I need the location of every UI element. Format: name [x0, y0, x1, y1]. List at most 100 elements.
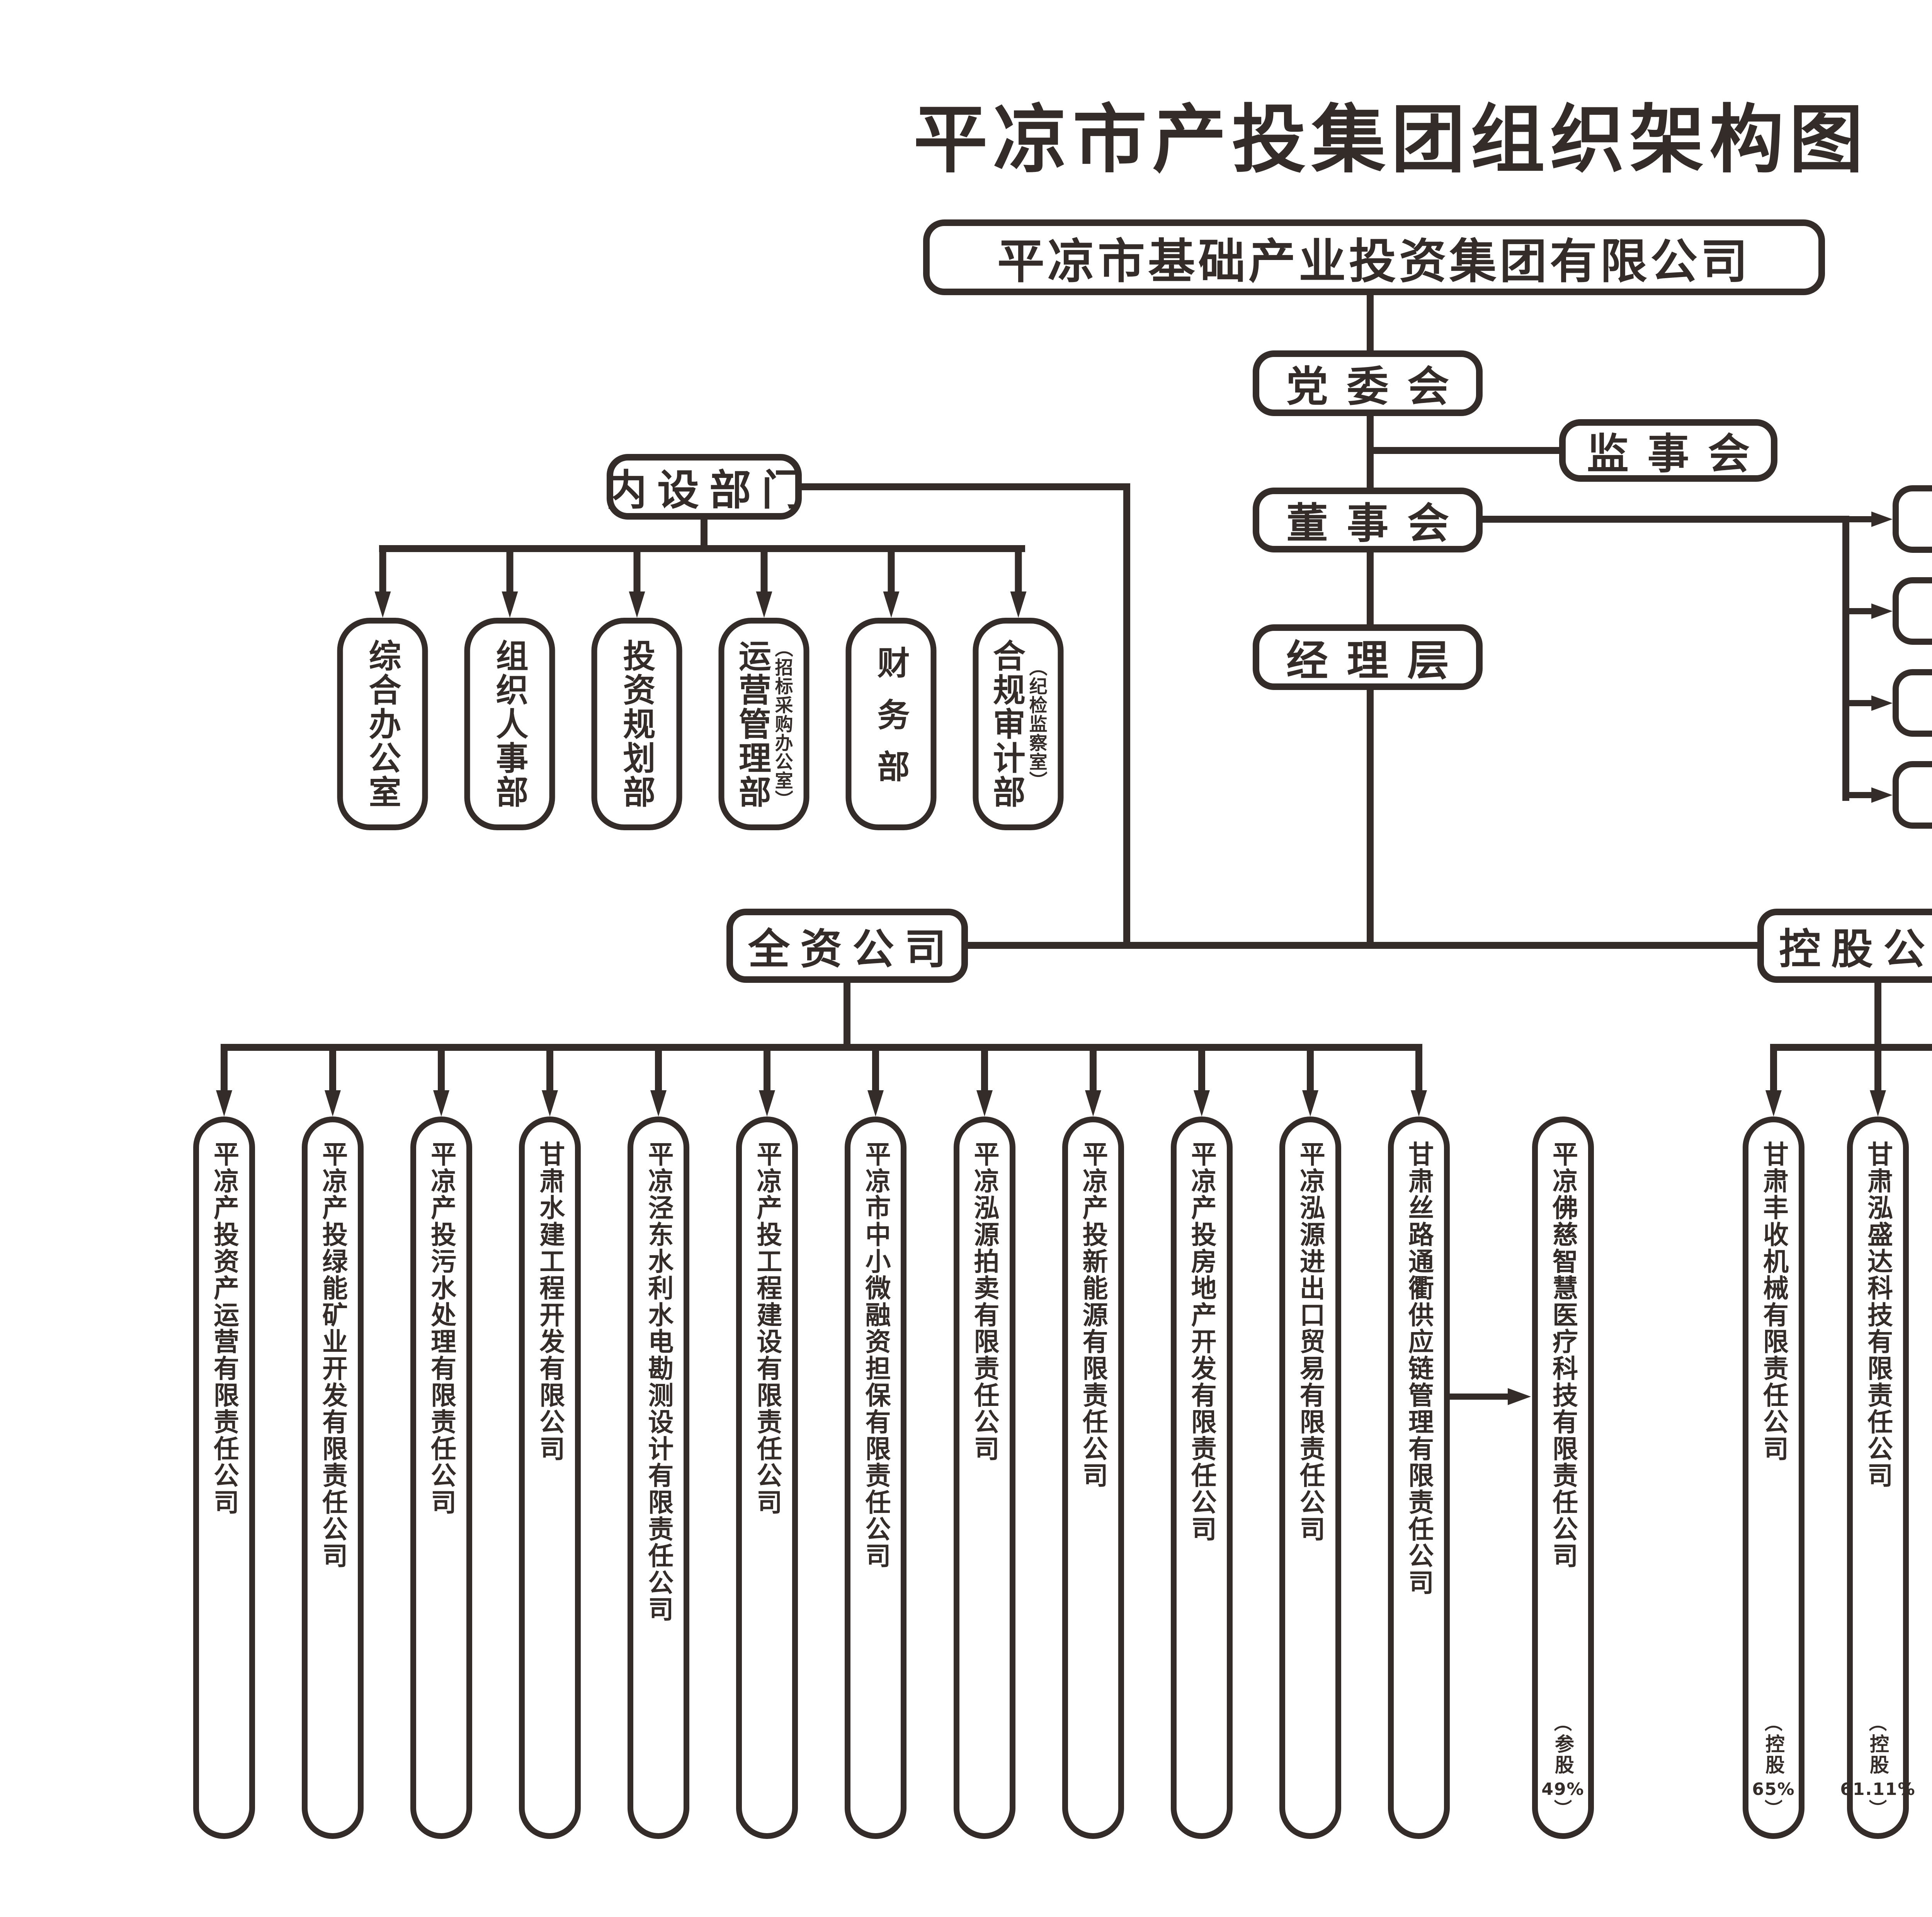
company-item: 平凉产投房地产开发有限责任公司	[1170, 1044, 1233, 1839]
department-item: 投资规划部 ︵︶	[591, 545, 682, 830]
party-committee-box: 党委会	[1253, 350, 1483, 416]
connector-drop	[1765, 1044, 1782, 1117]
arrow-shaft	[764, 1044, 771, 1090]
holding-columns: 甘肃丰收机械有限责任公司 ︵ 控股 65% ︶	[1743, 1044, 1932, 1839]
connector-drop	[1193, 1044, 1210, 1117]
supervisory-board-label: 监事会	[1587, 430, 1769, 478]
company-item: 平凉产投资产运营有限责任公司	[193, 1044, 255, 1839]
holding-label: 控股公司	[1779, 925, 1932, 974]
paren-open: ︵	[1026, 658, 1047, 677]
company-name: 平凉市中小微融资担保有限责任公司	[861, 1141, 891, 1569]
department-name: 组织人事部	[491, 639, 529, 809]
arrow-shaft	[981, 1044, 988, 1090]
committee-box: 提名委员会	[1893, 577, 1932, 645]
company-card: 平凉泓源进出口贸易有限责任公司	[1279, 1117, 1341, 1839]
company-name: 平凉产投绿能矿业开发有限责任公司	[318, 1141, 348, 1569]
page-title: 平凉市产投集团组织架构图	[913, 96, 1869, 183]
arrow-shaft	[1415, 1044, 1422, 1090]
company-card: 平凉产投工程建设有限责任公司	[736, 1117, 798, 1839]
company-item: 平凉产投工程建设有限责任公司	[736, 1044, 798, 1839]
arrow-shaft	[379, 545, 386, 591]
affiliate-company-card: 平凉佛慈智慧医疗科技有限责任公司 ︵ 参股 49% ︶	[1532, 1117, 1594, 1839]
company-name: 平凉产投工程建设有限责任公司	[752, 1141, 782, 1516]
department-item: 财务部 ︵︶	[845, 545, 937, 830]
trunk-line	[1367, 690, 1374, 949]
stake-annotation: ︵ 控股 65% ︶	[1752, 1713, 1795, 1819]
arrow-down-icon	[867, 1090, 884, 1117]
committee-box: 审计和风险委员会	[1893, 761, 1932, 829]
connector-drop	[325, 1044, 341, 1117]
company-name: 平凉产投房地产开发有限责任公司	[1187, 1141, 1217, 1543]
supervisory-board-connector	[1370, 447, 1559, 454]
section-rail	[966, 942, 1932, 949]
arrow-shaft	[1198, 1044, 1205, 1090]
paren-close: ︶	[1026, 771, 1047, 790]
arrow-down-icon	[502, 591, 518, 618]
company-card: 平凉泾东水利水电勘测设计有限责任公司	[628, 1117, 690, 1839]
party-committee-label: 党委会	[1286, 363, 1468, 411]
connector-drop	[374, 545, 391, 618]
company-name: 平凉产投污水处理有限责任公司	[427, 1141, 457, 1516]
internal-departments-stub	[701, 520, 707, 552]
department-card: 投资规划部 ︵︶	[591, 618, 682, 830]
arrow-shaft	[1874, 1044, 1881, 1090]
stake-value: 49%	[1541, 1779, 1585, 1799]
arrow-shaft	[329, 1044, 337, 1090]
company-card: 平凉泓源拍卖有限责任公司	[953, 1117, 1015, 1839]
arrow-shaft	[1842, 608, 1871, 614]
committee-box: 薪酬和考核委员会	[1893, 669, 1932, 737]
company-name: 平凉产投新能源有限责任公司	[1078, 1141, 1108, 1489]
arrow-shaft	[1842, 792, 1871, 798]
arrow-shaft	[1842, 516, 1871, 522]
connector-drop	[216, 1044, 232, 1117]
connector-drop	[542, 1044, 558, 1117]
arrow-shaft	[655, 1044, 662, 1090]
departments-distribution-line	[379, 545, 1025, 552]
stake-value: 65%	[1752, 1779, 1795, 1799]
connector-drop	[867, 1044, 884, 1117]
paren-close: ︶	[1764, 1798, 1782, 1819]
trunk-line	[1367, 295, 1374, 350]
arrow-down-icon	[374, 591, 391, 618]
stake-label: 参股	[1551, 1733, 1574, 1776]
connector-drop	[1410, 1044, 1427, 1117]
connector-drop	[629, 545, 645, 618]
internal-departments-label: 内设部门	[605, 466, 814, 515]
committee-row: 提名委员会	[1842, 577, 1932, 645]
committee-row: 战略委员会	[1842, 485, 1932, 553]
arrow-shaft	[1842, 700, 1871, 706]
committee-box: 战略委员会	[1893, 485, 1932, 553]
wholly-owned-connector	[844, 983, 850, 1047]
arrow-shaft	[872, 1044, 879, 1090]
arrow-down-icon	[216, 1090, 232, 1117]
company-card: 甘肃丰收机械有限责任公司 ︵ 控股 65% ︶	[1743, 1117, 1804, 1839]
company-item: 甘肃水建工程开发有限公司	[519, 1044, 581, 1839]
paren-close: ︶	[1869, 1798, 1887, 1819]
board-of-directors-box: 董事会	[1253, 488, 1483, 552]
internal-departments-down-connector	[1123, 483, 1130, 949]
company-name: 甘肃丝路通衢供应链管理有限责任公司	[1404, 1141, 1434, 1596]
arrow-shaft	[546, 1044, 554, 1090]
committee-feeder-line	[1842, 516, 1849, 801]
trunk-line	[1367, 552, 1374, 624]
arrow-down-icon	[650, 1090, 667, 1117]
arrow-shaft	[760, 545, 767, 591]
paren-close: ︶	[771, 790, 793, 809]
paren-open: ︵	[1764, 1713, 1782, 1734]
arrow-right-icon	[1508, 1388, 1531, 1405]
arrow-down-icon	[1193, 1090, 1210, 1117]
connector-drop	[759, 1044, 776, 1117]
holding-connector	[1874, 983, 1881, 1047]
internal-departments-right-connector	[802, 483, 1130, 490]
arrow-down-icon	[629, 591, 645, 618]
arrow-down-icon	[542, 1090, 558, 1117]
department-card: 综合办公室 ︵︶	[337, 618, 428, 830]
company-item: 平凉产投污水处理有限责任公司	[410, 1044, 473, 1839]
connector-drop	[1302, 1044, 1318, 1117]
department-name: 综合办公室	[364, 639, 401, 809]
company-card: 甘肃丝路通衢供应链管理有限责任公司	[1388, 1117, 1450, 1839]
company-item: 平凉产投新能源有限责任公司	[1062, 1044, 1124, 1839]
department-annotation: ︵招标采购办公室︶	[771, 639, 793, 809]
arrow-down-icon	[1302, 1090, 1318, 1117]
